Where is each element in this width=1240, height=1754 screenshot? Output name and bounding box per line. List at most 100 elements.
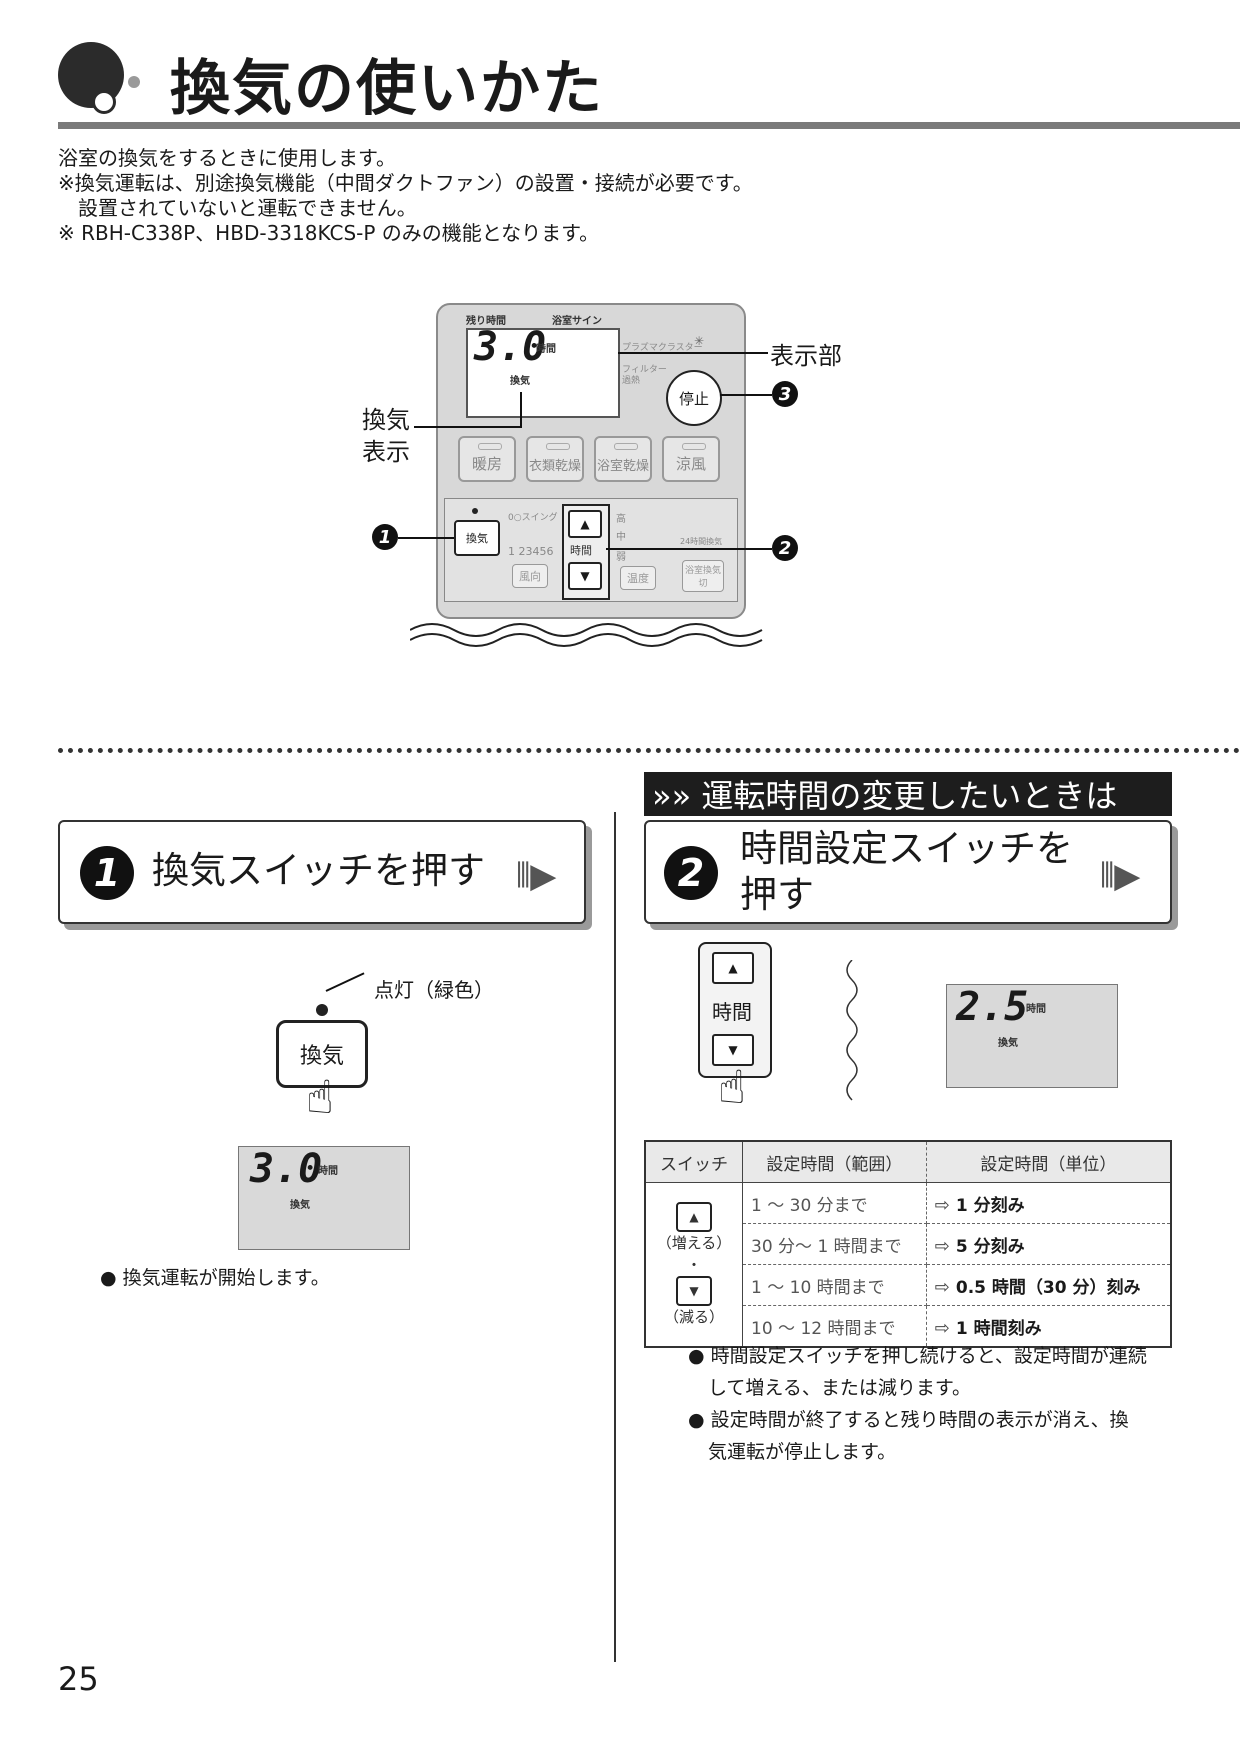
panel-lcd <box>466 328 620 418</box>
step2-time-up-button[interactable]: ▲ <box>712 952 754 984</box>
swing-numbers: 1 23456 <box>508 545 554 558</box>
step2-bullet-1: ● 時間設定スイッチを押し続けると、設定時間が連続 <box>688 1345 1147 1367</box>
header-icon-dot <box>92 90 116 114</box>
step2-lcd-mode: 換気 <box>998 1038 1018 1049</box>
step2-time-label: 時間 <box>712 1000 752 1024</box>
intro-line: 浴室の換気をするときに使用します。 <box>58 146 396 170</box>
temperature-button[interactable]: 温度 <box>620 566 656 590</box>
step2-bullet-1-cont: して増える、または減ります。 <box>708 1377 971 1399</box>
step2-bullet-2-cont: 気運転が停止します。 <box>708 1441 897 1463</box>
filter-label: フィルター <box>622 365 667 375</box>
table-row: 1 〜 10 時間まで ⇨0.5 時間（30 分）刻み <box>645 1264 1171 1306</box>
mode-button-bath-dry[interactable]: 浴室乾燥 <box>594 436 652 482</box>
table-switch-dot: ・ <box>686 1255 702 1274</box>
panel-wavy-edge <box>410 623 763 647</box>
stop-button[interactable]: 停止 <box>666 370 722 426</box>
step1-lit-label: 点灯（緑色） <box>374 978 494 1002</box>
table-cell-unit: 5 分刻み <box>955 1236 1025 1257</box>
change-time-ribbon: »» 運転時間の変更したいときは <box>644 772 1172 816</box>
page-number: 25 <box>58 1660 99 1698</box>
table-cell-unit-wrap: ⇨5 分刻み <box>926 1223 1171 1265</box>
table-cell-range: 1 〜 30 分まで <box>742 1182 927 1224</box>
table-header-row: スイッチ 設定時間（範囲） 設定時間（単位） <box>645 1141 1171 1183</box>
step2-lcd-unit: 時間 <box>1026 1004 1046 1015</box>
callout-line-stop <box>720 394 772 396</box>
table-cell-unit-wrap: ⇨0.5 時間（30 分）刻み <box>926 1264 1171 1306</box>
step2-wavy-separator <box>846 960 858 1101</box>
step2-lcd <box>946 984 1118 1088</box>
time-up-button[interactable]: ▲ <box>568 510 602 538</box>
right-arrow-icon: ⇨ <box>934 1194 950 1216</box>
bath-kanki-off-button[interactable]: 浴室換気切 <box>682 560 724 592</box>
mode-button-cool[interactable]: 涼風 <box>662 436 720 482</box>
table-switch-up-label: （増える） <box>656 1233 732 1252</box>
time-down-button[interactable]: ▼ <box>568 562 602 590</box>
step1-number: 1 <box>80 846 134 900</box>
step1-press-hand-icon: ☝ <box>306 1070 335 1124</box>
right-arrow-icon: ⇨ <box>934 1276 950 1298</box>
intro-line: 設置されていないと運転できません。 <box>58 196 417 220</box>
step2-time-down-button[interactable]: ▼ <box>712 1034 754 1066</box>
time-setting-table: スイッチ 設定時間（範囲） 設定時間（単位） ▲ （増える） ・ ▼ （減る） … <box>644 1140 1172 1348</box>
callout-number-2: 2 <box>772 535 798 561</box>
step2-bullet-text: 設定時間が終了すると残り時間の表示が消え、換 <box>710 1409 1129 1431</box>
callout-number-1: 1 <box>372 524 398 550</box>
table-switch-cell: ▲ （増える） ・ ▼ （減る） <box>645 1182 743 1347</box>
callout-vline-kanki-display <box>520 392 522 428</box>
intro-line: ※ RBH-C338P、HBD-3318KCS-P のみの機能となります。 <box>58 221 600 245</box>
callout-kanki-display-1: 換気 <box>362 406 410 434</box>
table-row: 30 分〜 1 時間まで ⇨5 分刻み <box>645 1223 1171 1265</box>
plasma-icon: ✳ <box>694 334 705 348</box>
kanki-button[interactable]: 換気 <box>454 520 500 556</box>
step1-kanki-button[interactable]: 換気 <box>276 1020 368 1088</box>
step2-bullet-text: 時間設定スイッチを押し続けると、設定時間が連続 <box>710 1345 1147 1367</box>
header-icon-small-dot <box>128 76 140 88</box>
right-arrow-icon: ⇨ <box>934 1317 950 1339</box>
step1-bullet: ● 換気運転が開始します。 <box>100 1267 330 1289</box>
table-cell-unit: 1 時間刻み <box>955 1318 1042 1339</box>
step2-bullet-2: ● 設定時間が終了すると残り時間の表示が消え、換 <box>688 1409 1129 1431</box>
level-low-label: 弱 <box>616 552 626 563</box>
mode-button-clothes-dry[interactable]: 衣類乾燥 <box>526 436 584 482</box>
table-row: 10 〜 12 時間まで ⇨1 時間刻み <box>645 1305 1171 1347</box>
step1-box <box>58 820 586 924</box>
table-cell-unit-wrap: ⇨1 分刻み <box>926 1182 1171 1224</box>
step2-press-hand-icon: ☝ <box>718 1060 747 1114</box>
table-down-icon: ▼ <box>676 1275 712 1306</box>
step2-text-line2: 押す <box>740 873 814 916</box>
step2-lcd-value: 2.5 <box>956 984 1029 1030</box>
section-divider-dots <box>58 748 1240 753</box>
wind-direction-button[interactable]: 風向 <box>512 564 548 588</box>
step1-lcd-value: 3.0 <box>250 1146 323 1192</box>
table-cell-range: 30 分〜 1 時間まで <box>742 1223 927 1265</box>
callout-line-display <box>618 352 768 354</box>
step1-text: 換気スイッチを押す <box>152 849 485 892</box>
table-header: 設定時間（範囲） <box>742 1141 927 1183</box>
right-arrow-icon: ⇨ <box>934 1235 950 1257</box>
step1-lamp-line <box>325 972 365 992</box>
intro-line: ※換気運転は、別途換気機能（中間ダクトファン）の設置・接続が必要です。 <box>58 171 753 195</box>
panel-lcd-value: 3.0 <box>474 324 547 370</box>
page-title: 換気の使いかた <box>170 54 604 124</box>
level-mid-label: 中 <box>616 532 626 543</box>
step2-arrow-icon: ⫴▶ <box>1100 856 1141 896</box>
table-cell-range: 10 〜 12 時間まで <box>742 1305 927 1347</box>
table-switch-down-label: （減る） <box>663 1307 724 1326</box>
level-high-label: 高 <box>616 514 626 525</box>
callout-line-kanki-display <box>414 426 522 428</box>
table-header: 設定時間（単位） <box>926 1141 1171 1183</box>
step2-text-line1: 時間設定スイッチを <box>740 827 1073 870</box>
step2-number: 2 <box>664 846 718 900</box>
callout-number-3: 3 <box>772 381 798 407</box>
step1-lcd <box>238 1146 410 1250</box>
swing-label: 0○スイング <box>508 513 558 523</box>
step1-lamp-icon <box>316 1004 328 1016</box>
mode-button-heating[interactable]: 暖房 <box>458 436 516 482</box>
header-rule <box>58 122 1240 129</box>
plasma-label: プラズマクラスター <box>622 343 703 353</box>
table-row: ▲ （増える） ・ ▼ （減る） 1 〜 30 分まで ⇨1 分刻み <box>645 1182 1171 1347</box>
table-cell-unit: 0.5 時間（30 分）刻み <box>955 1277 1141 1298</box>
panel-lcd-unit: 時間 <box>536 344 556 355</box>
remaining-time-label: 残り時間 <box>466 316 506 327</box>
panel-lcd-mode: 換気 <box>510 376 530 387</box>
